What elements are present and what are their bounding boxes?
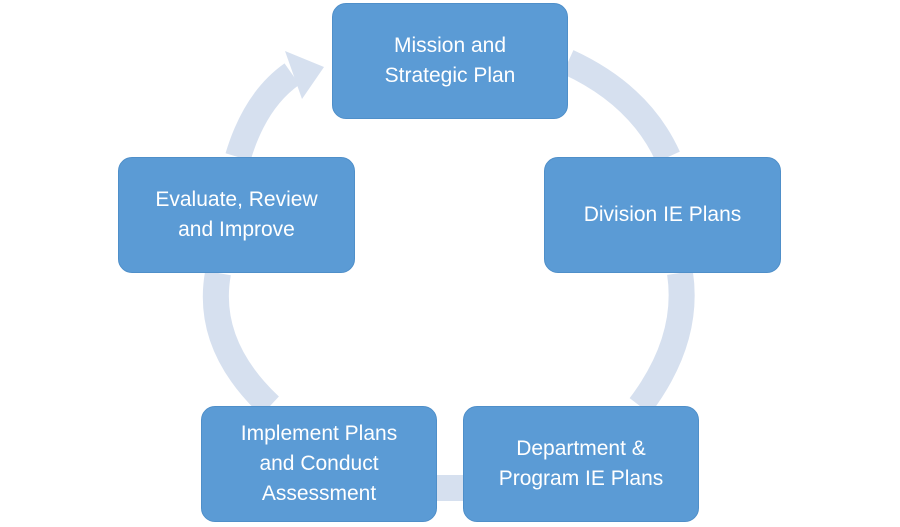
ring-segment-implement-evaluate: [202, 270, 280, 416]
node-implement-plans: Implement Plans and Conduct Assessment: [201, 406, 437, 522]
ring-arrowhead: [285, 51, 324, 99]
node-evaluate-review-improve: Evaluate, Review and Improve: [118, 157, 355, 273]
node-division-ie-plans: Division IE Plans: [544, 157, 781, 273]
node-mission-strategic-plan: Mission and Strategic Plan: [332, 3, 568, 119]
node-label: Division IE Plans: [583, 203, 742, 226]
node-label: Evaluate, Review and Improve: [155, 188, 318, 241]
ring-segment-mission-division: [562, 50, 680, 163]
ring-segment-division-department: [629, 271, 695, 414]
node-department-program-ie-plans: Department & Program IE Plans: [463, 406, 699, 522]
node-label: Implement Plans and Conduct Assessment: [240, 422, 398, 505]
node-label: Department & Program IE Plans: [498, 437, 664, 490]
node-label: Mission and Strategic Plan: [384, 34, 516, 87]
ring-segment-evaluate-mission: [225, 63, 300, 161]
